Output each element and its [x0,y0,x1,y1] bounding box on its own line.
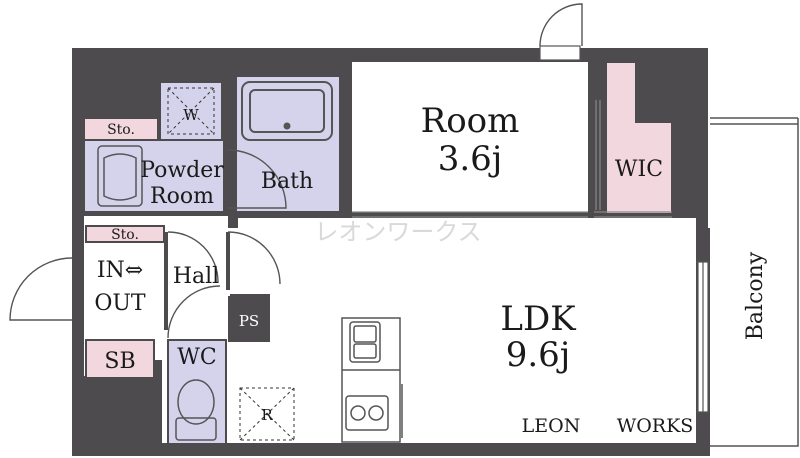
vanity-sink-icon [97,145,143,207]
pipe-space-block [228,296,270,342]
door-swings [9,3,583,339]
ldk-size: 9.6j [506,335,571,375]
room-name: Room [421,101,520,141]
sliding-doors [352,100,672,218]
entrance-label-1: IN⇔ [97,258,143,283]
windows [539,45,709,413]
toilet-icon [175,379,217,441]
storage-entry-label: Sto. [111,227,139,243]
wet-areas [83,75,341,445]
window-top [539,45,581,61]
bath-label: Bath [261,169,313,194]
storage-top-area [83,117,159,141]
sink-icon [349,321,381,363]
bathtub-icon [241,81,333,141]
wc-label: WC [177,345,216,370]
floor-areas [84,62,696,443]
entry-door [167,231,219,283]
front-door [9,257,73,321]
storage-top-label: Sto. [107,122,135,138]
balcony-area [710,117,799,447]
pipe-space-label: PS [239,312,259,330]
shoe-box-area [85,339,155,379]
top-door [539,3,583,47]
storage-areas [83,61,673,379]
bath-door [227,149,287,209]
washer-marker [167,87,215,135]
kitchen-counter [341,317,403,443]
shoe-box-label: SB [104,349,135,374]
powder-room-label-2: Room [150,184,214,209]
wic-label: WIC [615,157,663,182]
room-size: 3.6j [438,139,503,179]
powder-room-floor [83,139,225,213]
bath-floor [235,75,341,213]
brand-right: WORKS [617,415,694,437]
balcony-label: Balcony [743,251,768,340]
wic-area [605,61,673,215]
washer-label: W [183,106,199,124]
powder-room-label-1: Powder [140,158,224,183]
brand-left: LEON [522,415,581,437]
entrance-label-2: OUT [94,291,146,316]
refrigerator-label: R [261,406,273,424]
hall-label: Hall [173,264,219,289]
refrigerator-marker [239,387,295,441]
wc-door [167,285,221,339]
watermark: レオンワークス [314,218,481,246]
ldk-name: LDK [500,299,576,339]
stove-icon [345,395,389,431]
hall-door [227,231,281,285]
